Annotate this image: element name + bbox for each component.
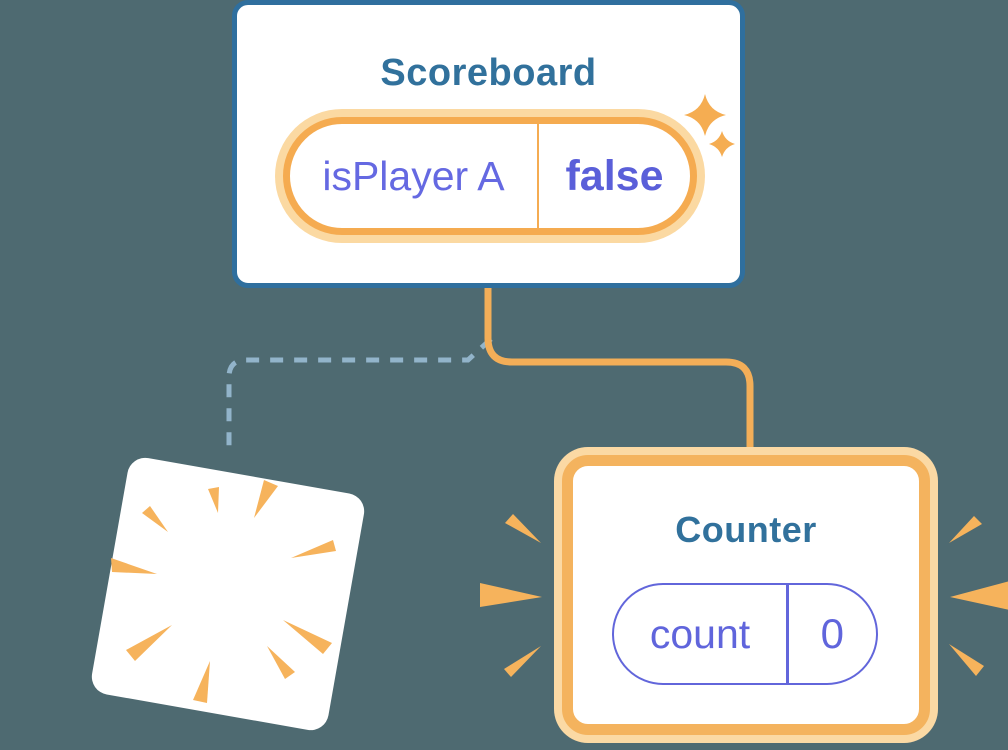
scoreboard-state-value: false <box>565 151 664 200</box>
removed-component-card <box>91 457 365 731</box>
scoreboard-card: Scoreboard isPlayer A false <box>232 0 745 288</box>
pill-divider <box>786 585 789 683</box>
counter-state-key: count <box>649 610 751 657</box>
counter-state-value: 0 <box>820 610 844 657</box>
pill-divider <box>537 124 539 228</box>
scoreboard-title: Scoreboard <box>380 52 597 94</box>
sparkles-icon <box>684 94 735 157</box>
dashed-connector-line <box>226 337 493 453</box>
counter-title: Counter <box>675 509 817 550</box>
counter-card: Counter count 0 <box>562 455 930 735</box>
counter-state-pill: count 0 <box>612 583 878 685</box>
emphasis-marks-right-icon <box>949 516 1008 676</box>
emphasis-marks-left-icon <box>480 514 542 677</box>
scoreboard-state-key: isPlayer A <box>322 152 505 199</box>
solid-connector-line <box>484 284 754 458</box>
scoreboard-state-pill: isPlayer A false <box>283 117 697 235</box>
poof-burst-icon <box>111 480 336 703</box>
